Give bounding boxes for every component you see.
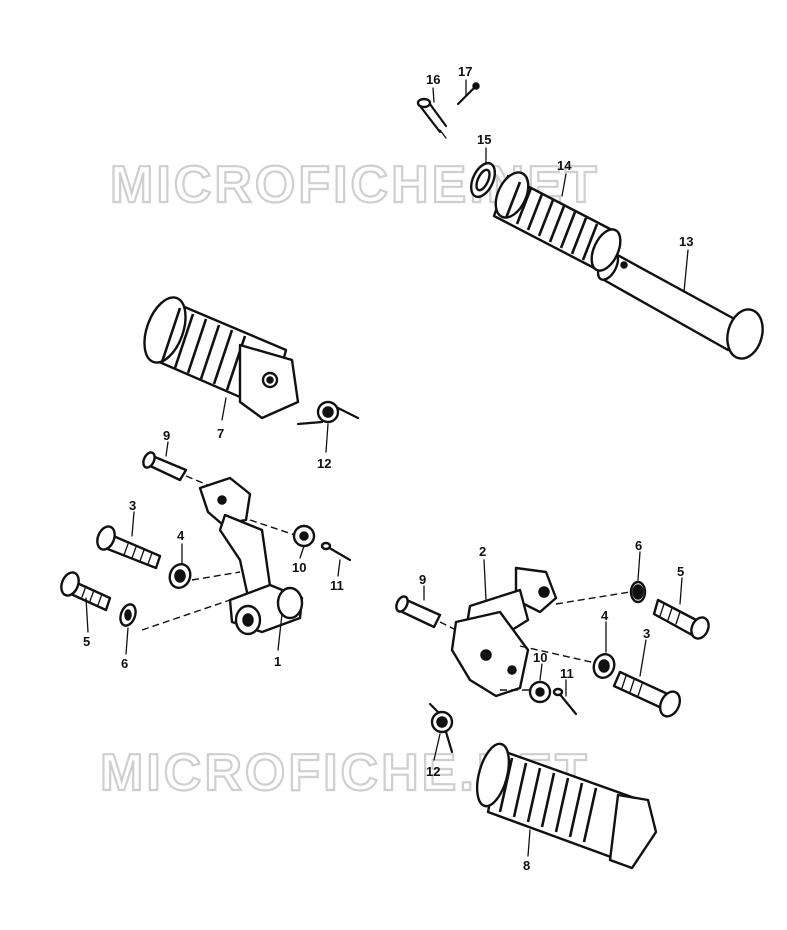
part-9-pin-left[interactable]	[141, 451, 188, 482]
callout-11-right: 11	[560, 666, 574, 681]
part-5-bolt-right[interactable]	[652, 598, 712, 641]
callout-12-right: 12	[426, 764, 440, 779]
callout-15: 15	[477, 132, 491, 147]
callout-16: 16	[426, 72, 440, 87]
part-15-washer[interactable]	[466, 159, 499, 200]
callout-9-right: 9	[419, 572, 426, 587]
leader-lines	[85, 79, 689, 857]
callout-13: 13	[679, 234, 693, 249]
part-17-pin[interactable]	[456, 82, 480, 106]
part-12-spring-right[interactable]	[428, 702, 454, 754]
callout-4-left: 4	[177, 528, 185, 543]
part-16-clip[interactable]	[416, 97, 448, 139]
leader-4-left	[191, 571, 241, 581]
callout-7: 7	[217, 426, 224, 441]
part-11-cotter-right[interactable]	[552, 687, 578, 716]
part-1-footpeg-bracket[interactable]	[198, 476, 304, 636]
callout-12-left: 12	[317, 456, 331, 471]
callout-17: 17	[458, 64, 472, 79]
part-3-bolt-left[interactable]	[94, 524, 162, 570]
leader-4-right	[519, 645, 601, 665]
callout-6-left: 6	[121, 656, 128, 671]
part-11-cotter-left[interactable]	[320, 541, 352, 562]
callout-6-right: 6	[635, 538, 642, 553]
part-9-pin-right[interactable]	[394, 595, 442, 629]
callout-5-left: 5	[83, 634, 90, 649]
leader-6-right	[555, 591, 631, 605]
callout-14: 14	[557, 158, 572, 173]
part-14-rubber-grip[interactable]	[489, 167, 626, 275]
part-4-nut-right[interactable]	[590, 651, 617, 680]
callout-10-right: 10	[533, 650, 547, 665]
part-2-footpeg-bracket[interactable]	[450, 566, 558, 698]
callout-2: 2	[479, 544, 486, 559]
callout-8: 8	[523, 858, 530, 873]
part-10-collar-left[interactable]	[292, 524, 316, 548]
callout-3-left: 3	[129, 498, 136, 513]
part-3-bolt-right[interactable]	[612, 670, 684, 720]
callout-labels: 16 17 15 14 13 7 12 9 3 4 10 11 5 6 1 2 …	[83, 64, 693, 873]
part-12-spring-left[interactable]	[296, 400, 360, 426]
part-4-nut-left[interactable]	[166, 561, 193, 590]
part-7-footpeg-rubber[interactable]	[136, 292, 300, 420]
callout-4-right: 4	[601, 608, 609, 623]
part-5-bolt-left[interactable]	[58, 570, 112, 612]
part-10-collar-right[interactable]	[528, 680, 552, 704]
callout-1: 1	[274, 654, 281, 669]
part-6-washer-left[interactable]	[118, 602, 139, 627]
leader-6-left	[141, 599, 231, 631]
callout-9-left: 9	[163, 428, 170, 443]
callout-11-left: 11	[330, 578, 344, 593]
callout-10-left: 10	[292, 560, 306, 575]
part-8-footpeg-rubber[interactable]	[471, 740, 658, 870]
callout-5-right: 5	[677, 564, 684, 579]
part-13-footpeg-shaft[interactable]	[594, 249, 768, 363]
callout-3-right: 3	[643, 626, 650, 641]
part-6-nut-right[interactable]	[629, 580, 647, 604]
leader-10-left	[249, 519, 299, 537]
